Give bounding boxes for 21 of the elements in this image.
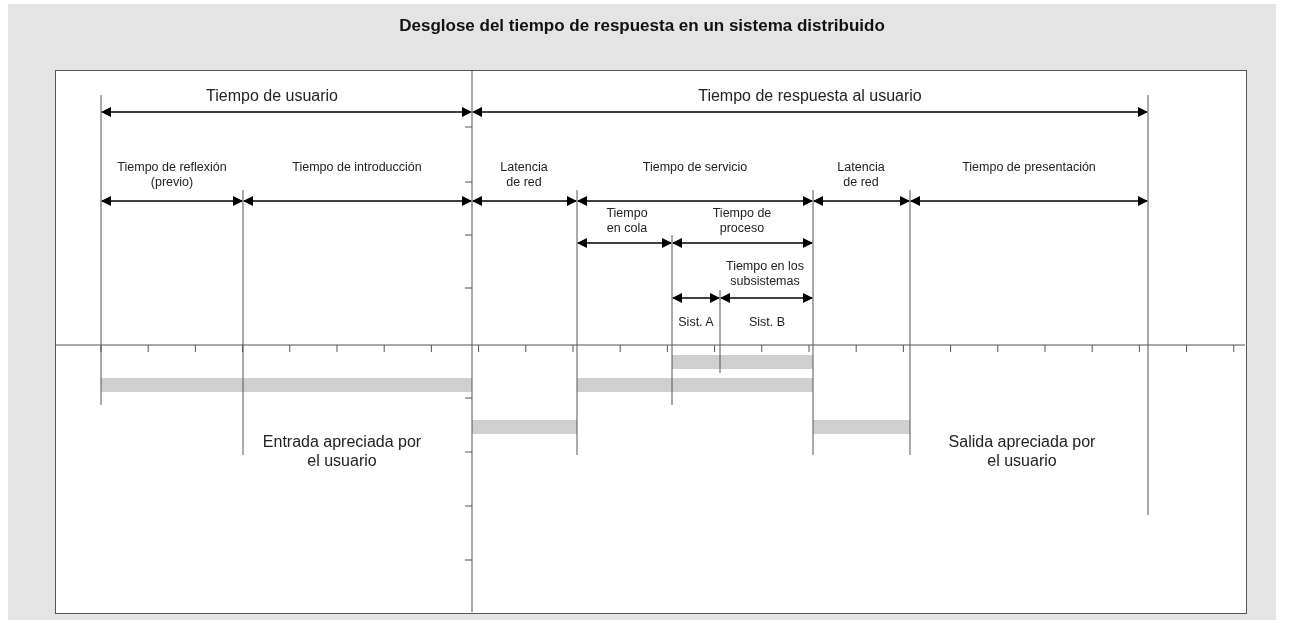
interval-label: Tiempo de servicio bbox=[641, 160, 749, 175]
time-bar bbox=[472, 420, 577, 434]
interval-label: Tiempo de introducción bbox=[291, 160, 423, 175]
interval-label: Sist. B bbox=[747, 315, 787, 330]
interval-label: Sist. A bbox=[677, 315, 715, 330]
interval-label: Latencia de red bbox=[499, 160, 549, 190]
annotation-text: Salida apreciada por el usuario bbox=[947, 432, 1097, 470]
interval-label: Tiempo en los subsistemas bbox=[725, 259, 805, 289]
interval-label: Tiempo en cola bbox=[605, 206, 649, 236]
interval-label: Latencia de red bbox=[836, 160, 886, 190]
time-bar bbox=[813, 420, 910, 434]
interval-label: Tiempo de respuesta al usuario bbox=[697, 86, 923, 105]
time-bar bbox=[577, 378, 813, 392]
time-bar bbox=[672, 355, 813, 369]
annotation-text: Entrada apreciada por el usuario bbox=[262, 432, 422, 470]
interval-label: Tiempo de usuario bbox=[205, 86, 339, 105]
diagram-title: Desglose del tiempo de respuesta en un sistema distribuido bbox=[398, 16, 886, 36]
interval-label: Tiempo de reflexión (previo) bbox=[116, 160, 228, 190]
interval-label: Tiempo de proceso bbox=[711, 206, 773, 236]
interval-label: Tiempo de presentación bbox=[961, 160, 1097, 175]
time-bar bbox=[101, 378, 472, 392]
